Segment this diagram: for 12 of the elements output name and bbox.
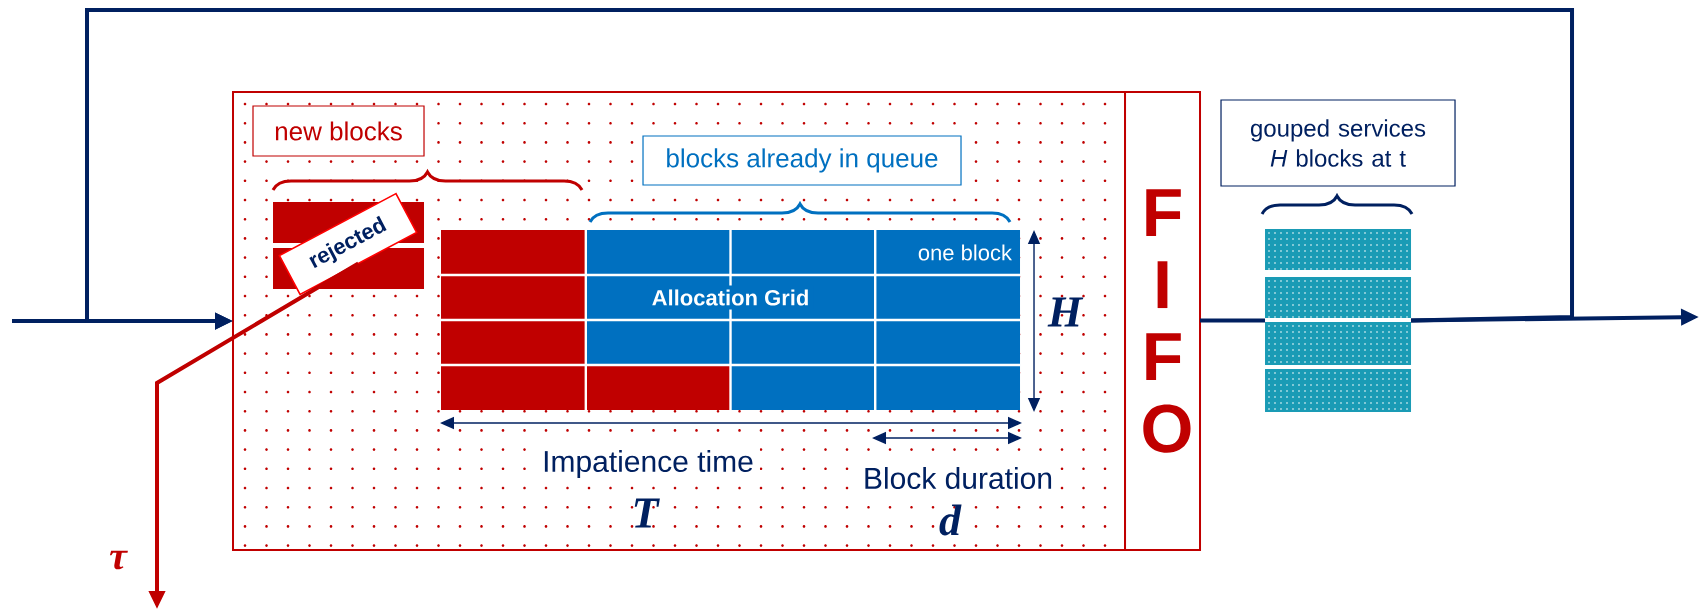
edge-label: τ [109, 550, 128, 570]
service-blocks-drawing [1265, 229, 1411, 412]
label-box: blocks already in queue [642, 135, 962, 186]
allocation-grid: Allocation Grid one block [441, 230, 1020, 410]
dimension-label: H [1047, 297, 1084, 327]
fifo-box: F I F O [1124, 91, 1201, 551]
dimension-label: T [634, 498, 660, 528]
dimension-label: Impatience time [536, 444, 760, 484]
dimension-label: d [939, 504, 962, 536]
dimension-label: Block duration [856, 461, 1060, 495]
label-box: gouped services H blocks at t [1220, 99, 1456, 187]
label-box: new blocks [252, 105, 425, 157]
